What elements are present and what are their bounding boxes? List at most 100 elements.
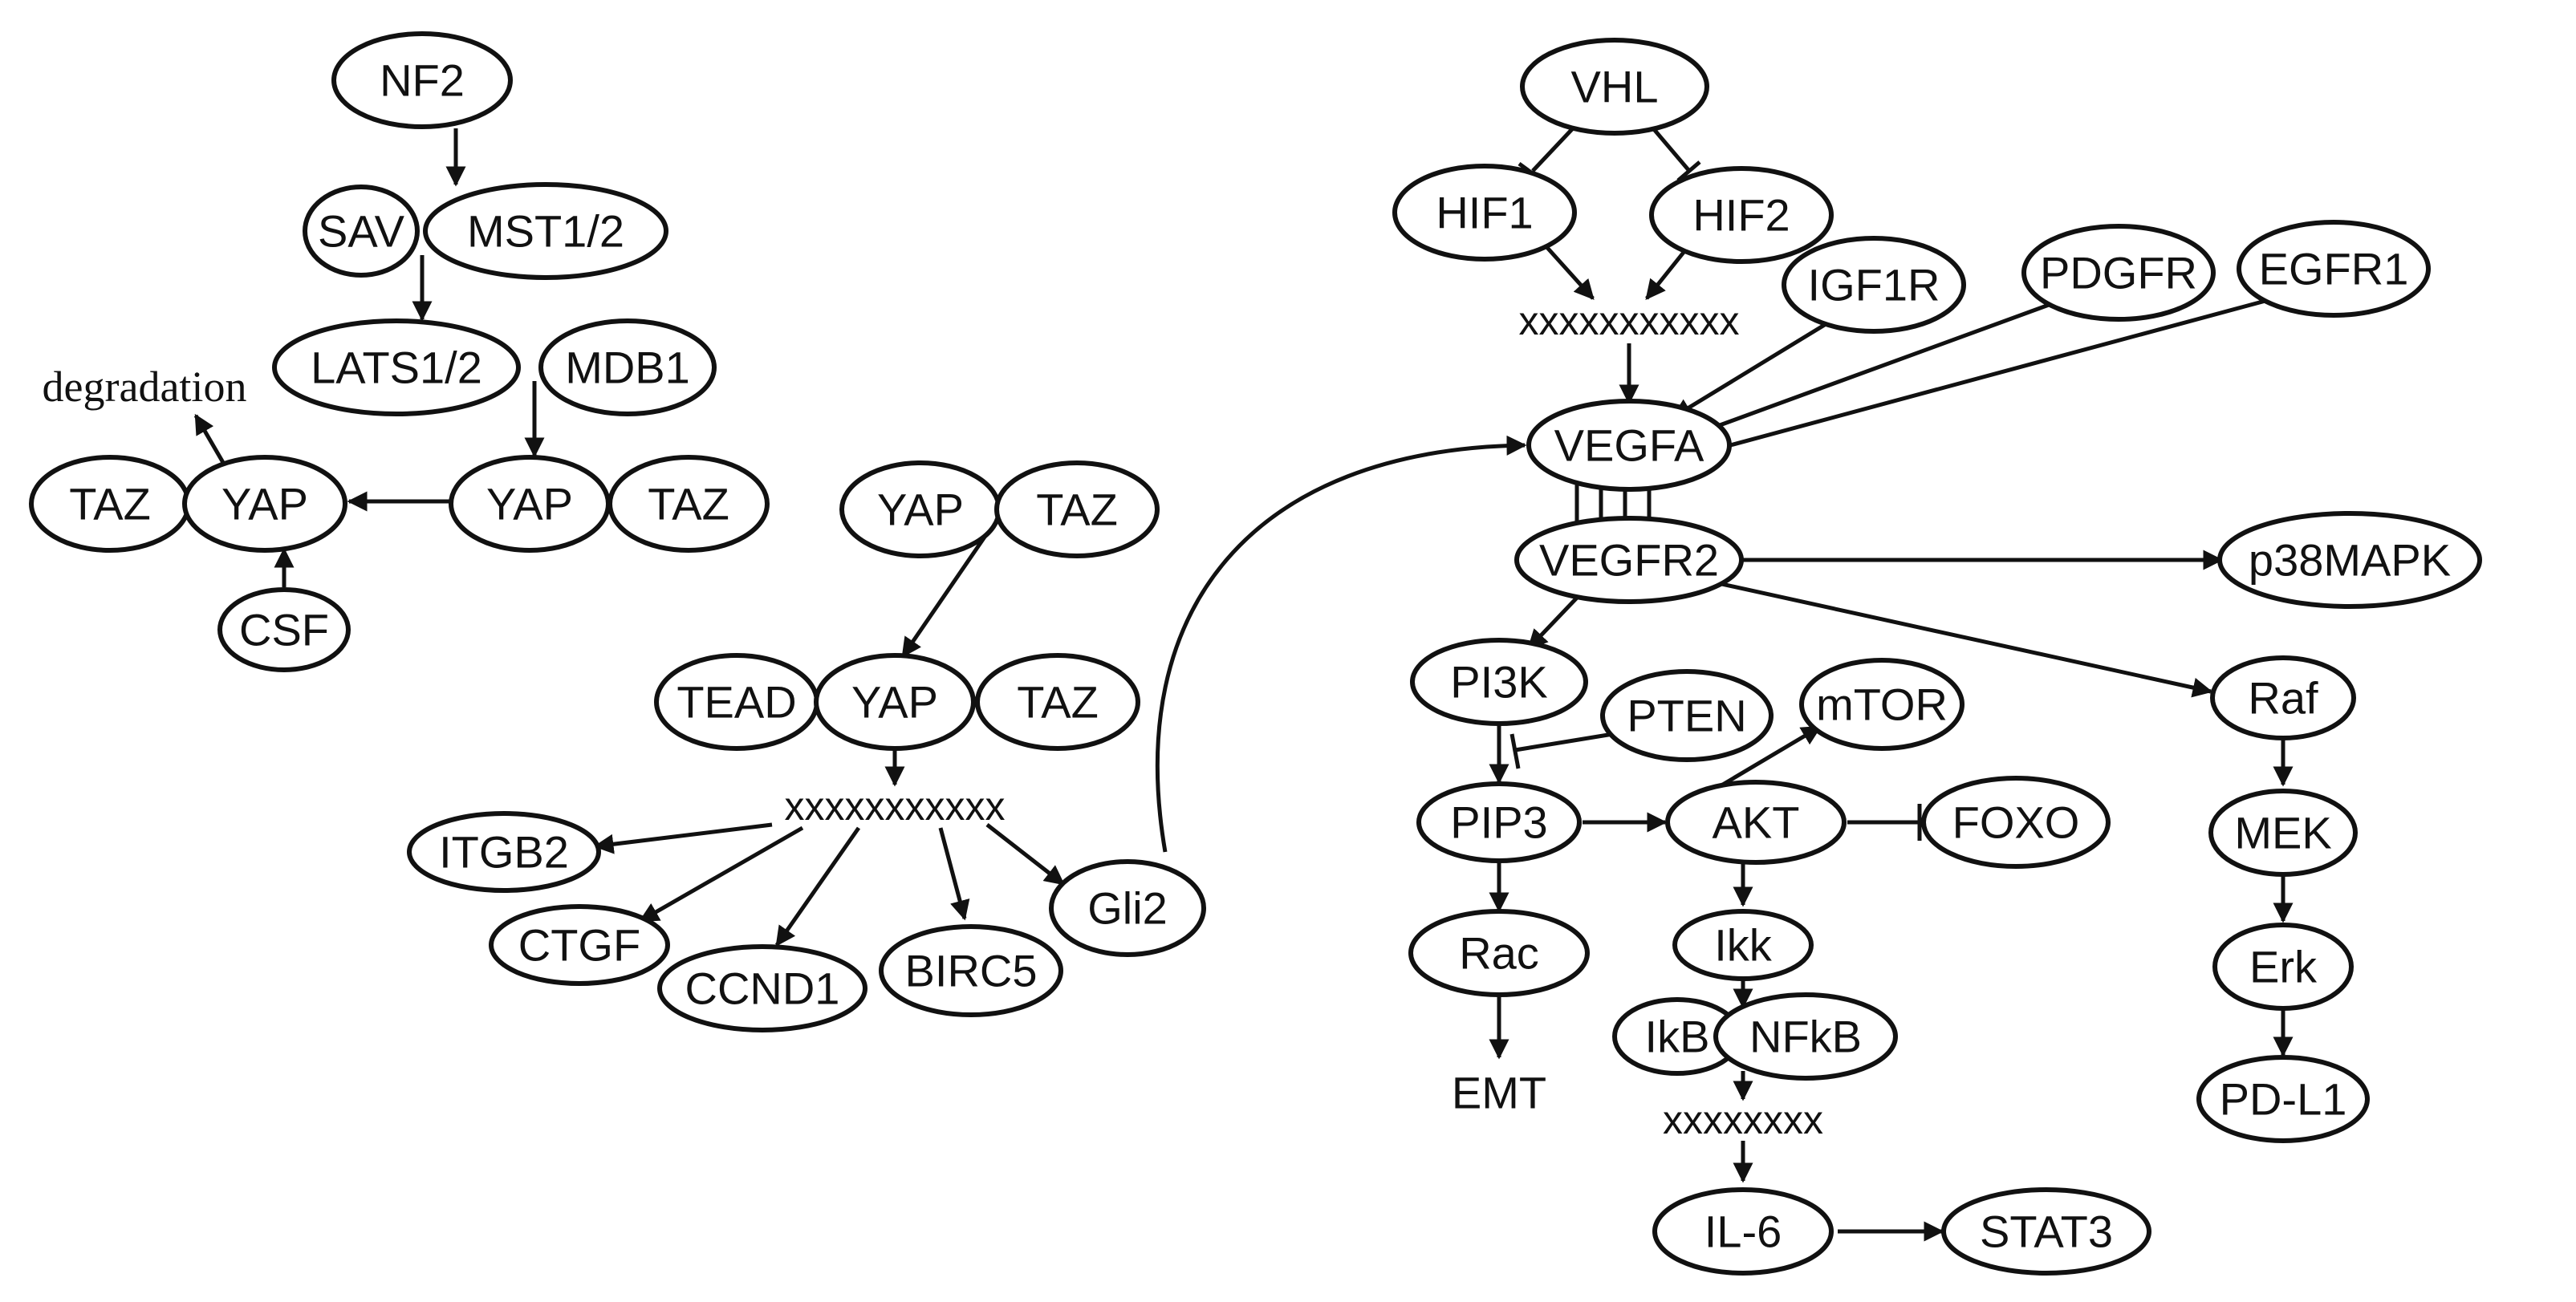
svg-text:YAP: YAP bbox=[877, 485, 964, 535]
node-yap-b: YAP bbox=[449, 455, 611, 553]
svg-text:Erk: Erk bbox=[2249, 942, 2318, 992]
nodes: NF2 SAV MST1/2 LATS1/2 MDB1 TAZ YAP YAP … bbox=[29, 31, 2482, 1276]
svg-text:Rac: Rac bbox=[1459, 928, 1539, 979]
node-pten: PTEN bbox=[1600, 669, 1774, 762]
node-sav: SAV bbox=[303, 185, 420, 278]
node-raf: Raf bbox=[2210, 655, 2356, 740]
svg-text:ITGB2: ITGB2 bbox=[439, 827, 569, 878]
svg-text:MDB1: MDB1 bbox=[565, 343, 690, 393]
node-mek: MEK bbox=[2208, 789, 2358, 877]
edge-dna-gli2 bbox=[985, 823, 1065, 886]
svg-text:AKT: AKT bbox=[1713, 797, 1800, 848]
edge-vhl-hif2 bbox=[1652, 127, 1691, 172]
edge-dna-ccnd1 bbox=[774, 826, 861, 947]
svg-text:FOXO: FOXO bbox=[1952, 797, 2080, 848]
svg-text:MEK: MEK bbox=[2234, 808, 2331, 858]
node-gli2: Gli2 bbox=[1049, 859, 1206, 957]
edge-pdgfr-vegfa bbox=[1684, 296, 2067, 441]
node-csf: CSF bbox=[217, 587, 351, 672]
svg-text:TAZ: TAZ bbox=[1017, 677, 1099, 728]
svg-text:BIRC5: BIRC5 bbox=[905, 946, 1038, 996]
node-vegfr2: VEGFR2 bbox=[1514, 516, 1744, 604]
node-pi3k: PI3K bbox=[1410, 638, 1588, 726]
node-yap-a: YAP bbox=[182, 455, 347, 553]
node-vegfa: VEGFA bbox=[1526, 399, 1732, 492]
node-taz-b: TAZ bbox=[607, 455, 770, 553]
edge-egfr1-vegfa bbox=[1689, 290, 2296, 461]
node-birc5: BIRC5 bbox=[879, 924, 1063, 1017]
edge-yap-degradation bbox=[193, 413, 227, 467]
svg-text:LATS1/2: LATS1/2 bbox=[311, 343, 482, 393]
node-yap-d: YAP bbox=[814, 653, 976, 751]
node-igf1r: IGF1R bbox=[1782, 236, 1966, 334]
node-akt: AKT bbox=[1665, 780, 1847, 865]
svg-text:IkB: IkB bbox=[1645, 1012, 1710, 1062]
dna-strand-2: xxxxxxxxxxx bbox=[1519, 298, 1740, 343]
label-degradation: degradation bbox=[43, 363, 247, 411]
svg-text:PI3K: PI3K bbox=[1450, 657, 1547, 708]
svg-text:YAP: YAP bbox=[486, 479, 573, 529]
edge-pten-pip3 bbox=[1514, 732, 1614, 752]
svg-text:CSF: CSF bbox=[239, 605, 329, 655]
node-ccnd1: CCND1 bbox=[657, 944, 867, 1032]
node-stat3: STAT3 bbox=[1941, 1187, 2151, 1276]
node-nf2: NF2 bbox=[331, 31, 513, 129]
node-pdl1: PD-L1 bbox=[2196, 1055, 2370, 1143]
node-ikb: IkB bbox=[1612, 997, 1742, 1076]
node-egfr1: EGFR1 bbox=[2237, 220, 2431, 318]
edge-vegfr2-pi3k bbox=[1527, 594, 1581, 650]
node-mtor: mTOR bbox=[1799, 658, 1965, 751]
dna-strand-3: xxxxxxxx bbox=[1663, 1097, 1823, 1142]
tbar-vhl-hif2 bbox=[1676, 160, 1701, 182]
node-itgb2: ITGB2 bbox=[407, 811, 601, 893]
node-pip3: PIP3 bbox=[1416, 781, 1582, 863]
node-mdb1: MDB1 bbox=[538, 318, 717, 416]
svg-text:Raf: Raf bbox=[2248, 673, 2318, 724]
node-ikk: Ikk bbox=[1672, 909, 1814, 981]
svg-text:HIF1: HIF1 bbox=[1436, 188, 1533, 238]
svg-text:TEAD: TEAD bbox=[677, 677, 796, 728]
node-vhl: VHL bbox=[1520, 38, 1709, 136]
node-mst: MST1/2 bbox=[423, 182, 668, 280]
svg-text:STAT3: STAT3 bbox=[1980, 1207, 2113, 1257]
node-erk: Erk bbox=[2212, 923, 2354, 1011]
svg-text:CCND1: CCND1 bbox=[685, 963, 840, 1014]
svg-text:Ikk: Ikk bbox=[1714, 920, 1773, 971]
edges bbox=[193, 127, 2296, 1242]
node-rac: Rac bbox=[1408, 909, 1590, 997]
svg-text:NFkB: NFkB bbox=[1749, 1012, 1862, 1062]
edge-vhl-hif1 bbox=[1531, 127, 1574, 172]
svg-text:PIP3: PIP3 bbox=[1450, 797, 1547, 848]
node-lats: LATS1/2 bbox=[272, 318, 521, 416]
svg-text:mTOR: mTOR bbox=[1816, 679, 1948, 730]
node-hif1: HIF1 bbox=[1392, 164, 1577, 262]
svg-text:CTGF: CTGF bbox=[518, 920, 640, 971]
edge-gli2-vegfa bbox=[1155, 435, 1527, 853]
node-tead: TEAD bbox=[654, 653, 819, 751]
svg-text:IL-6: IL-6 bbox=[1704, 1207, 1782, 1257]
svg-text:PD-L1: PD-L1 bbox=[2220, 1074, 2347, 1125]
node-pdgfr: PDGFR bbox=[2021, 224, 2216, 322]
node-taz-d: TAZ bbox=[975, 653, 1140, 751]
svg-text:HIF2: HIF2 bbox=[1692, 190, 1790, 241]
edge-akt-mtor bbox=[1716, 724, 1822, 790]
edge-hif1-dna bbox=[1541, 241, 1595, 300]
svg-text:TAZ: TAZ bbox=[69, 479, 151, 529]
tbar-pten-pip3 bbox=[1509, 733, 1521, 769]
svg-text:MST1/2: MST1/2 bbox=[467, 206, 624, 257]
svg-text:SAV: SAV bbox=[318, 206, 405, 257]
svg-text:VHL: VHL bbox=[1571, 62, 1659, 112]
node-foxo: FOXO bbox=[1921, 776, 2111, 869]
svg-text:TAZ: TAZ bbox=[648, 479, 729, 529]
node-ctgf: CTGF bbox=[489, 904, 670, 986]
svg-text:p38MAPK: p38MAPK bbox=[2249, 535, 2451, 586]
edge-dna-itgb2 bbox=[593, 822, 773, 854]
label-emt: EMT bbox=[1452, 1068, 1546, 1118]
dna-strand-1: xxxxxxxxxxx bbox=[785, 784, 1006, 829]
svg-text:PTEN: PTEN bbox=[1627, 691, 1746, 741]
svg-text:EGFR1: EGFR1 bbox=[2259, 244, 2409, 294]
svg-text:YAP: YAP bbox=[221, 479, 308, 529]
svg-text:VEGFA: VEGFA bbox=[1554, 420, 1704, 471]
node-il6: IL-6 bbox=[1652, 1187, 1834, 1276]
